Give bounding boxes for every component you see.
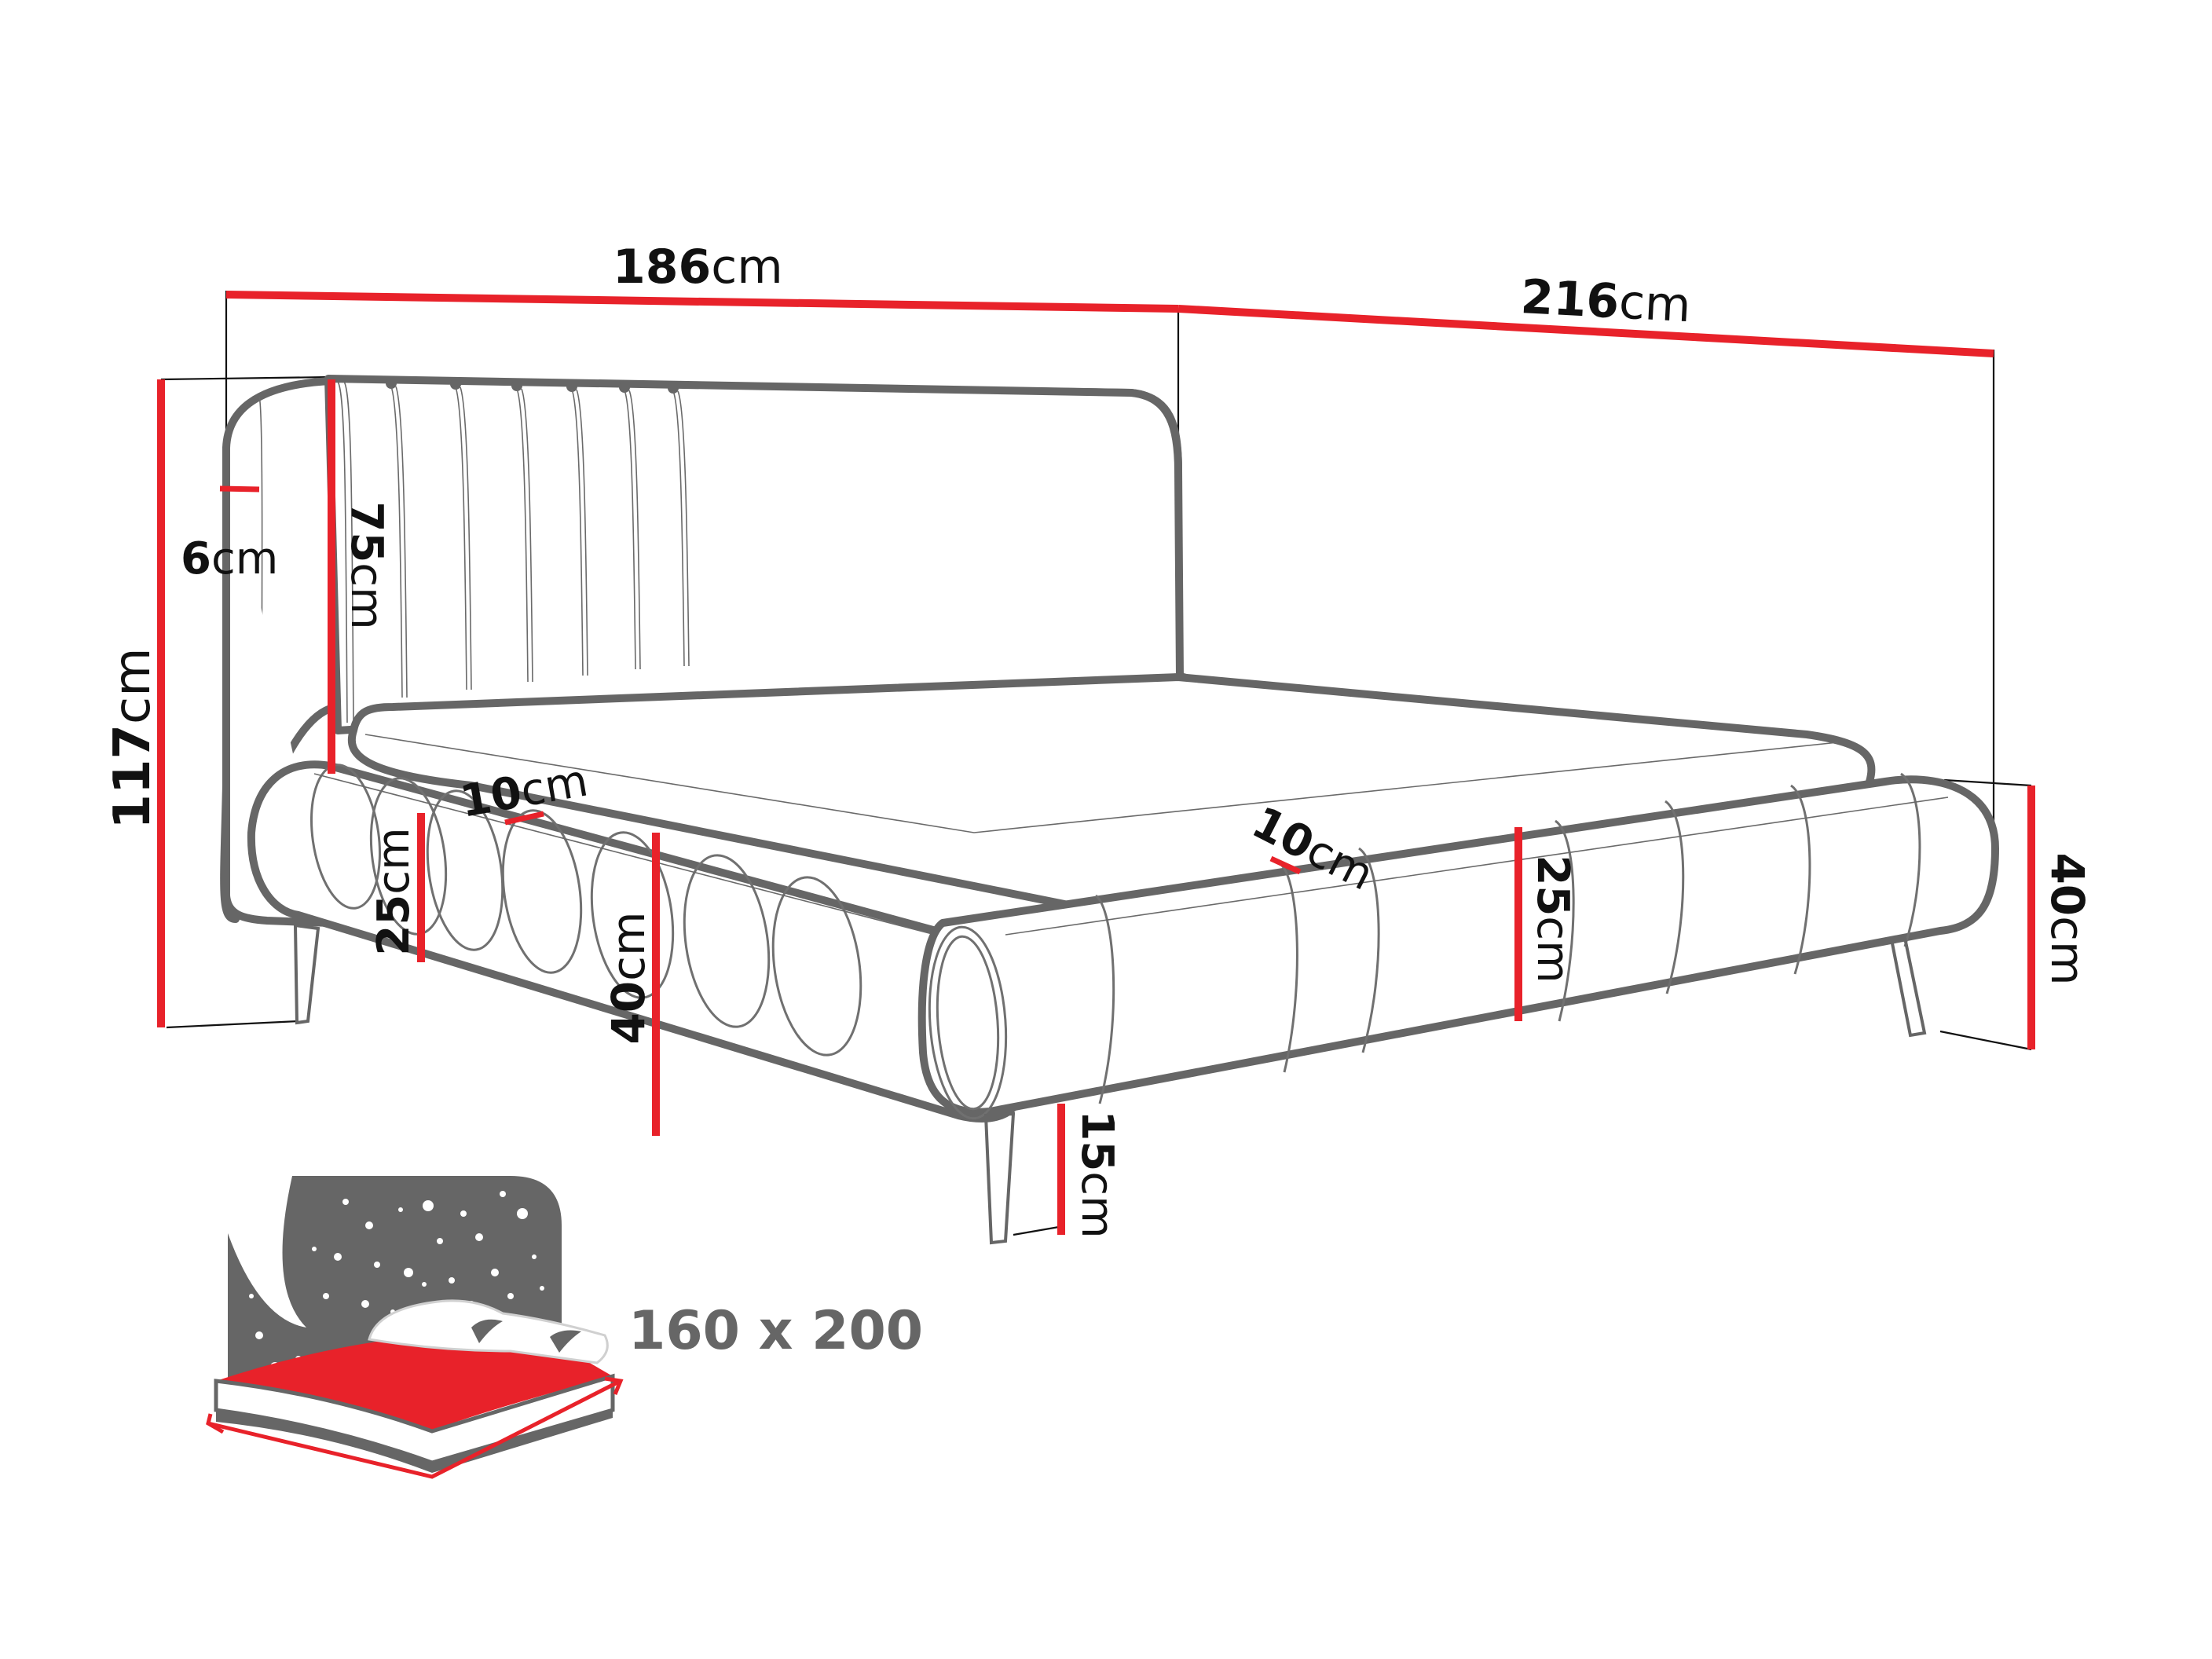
label-bed-height-side: 40cm xyxy=(2041,852,2094,985)
dim-line-rail-width-left xyxy=(504,811,544,826)
label-leg-height: 15cm xyxy=(1071,1110,1122,1238)
label-total-length: 216cm xyxy=(1519,269,1692,333)
dimension-labels: 186cm 216cm 117cm 6cm 75cm 10cm 25cm 40c… xyxy=(104,240,2094,1239)
label-rail-height-left: 25cm xyxy=(368,827,419,955)
label-total-height: 117cm xyxy=(104,647,162,829)
side-roll-ribs xyxy=(1094,772,1921,1104)
bed-mattress-size-icon: 160 x 200 xyxy=(206,1176,923,1479)
sheet-icon xyxy=(216,1334,613,1431)
dim-line-rail-width-right xyxy=(1269,855,1302,875)
label-rail-height-right: 25cm xyxy=(1527,855,1578,983)
mattress-platform xyxy=(347,673,1876,915)
foot-roll xyxy=(247,760,1021,1122)
dim-line-length xyxy=(1177,305,1994,357)
dimension-lines xyxy=(157,291,2035,1235)
label-rail-width-left: 10cm xyxy=(456,755,591,827)
headboard-channels xyxy=(337,381,690,723)
channel-bumps xyxy=(386,378,679,394)
side-roll xyxy=(917,772,1999,1120)
size-arrows-icon xyxy=(207,1379,622,1479)
label-headboard-thickness: 6cm xyxy=(181,533,278,584)
dim-line-width xyxy=(225,291,1179,313)
label-bed-height-front: 40cm xyxy=(602,911,655,1044)
label-headboard-height: 75cm xyxy=(341,501,392,629)
mattress-size-label: 160 x 200 xyxy=(628,1300,923,1362)
legs xyxy=(293,923,1927,1245)
label-total-width: 186cm xyxy=(613,240,783,295)
